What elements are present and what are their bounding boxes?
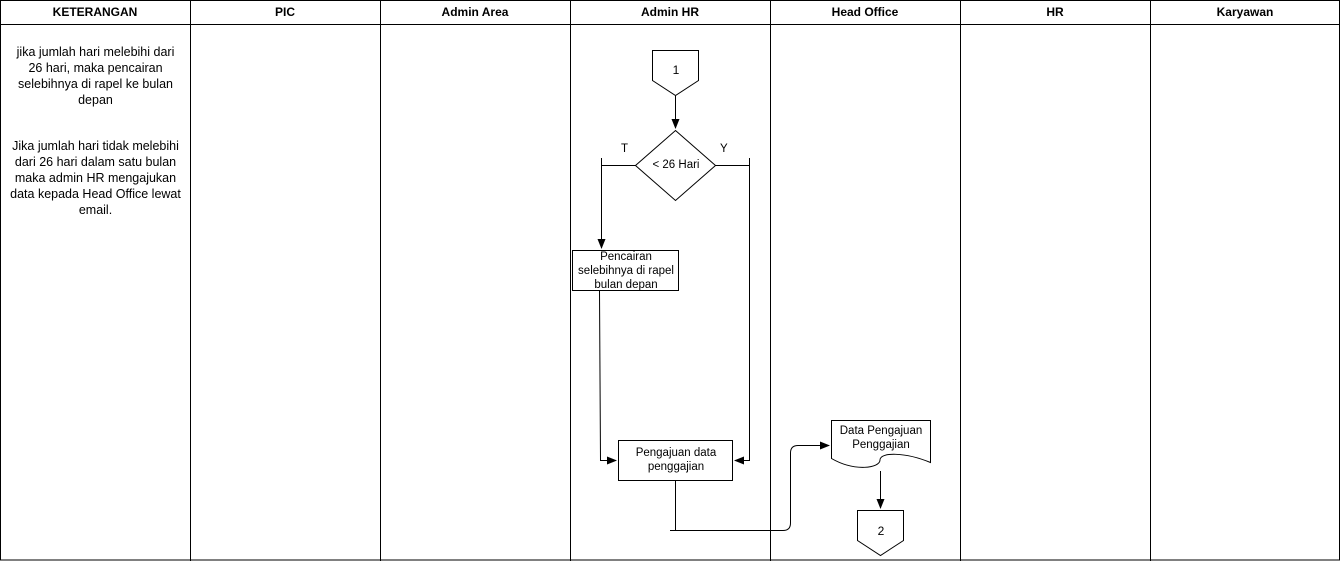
note-over-26-days: jika jumlah hari melebihi dari 26 hari, …	[16, 45, 175, 107]
start-connector-shape	[652, 50, 699, 97]
lane-title-hr: HR	[1046, 5, 1064, 19]
lane-title-pic: PIC	[274, 5, 295, 19]
lane-title-karyawan: Karyawan	[1216, 5, 1274, 19]
lane-title-admin-area: Admin Area	[441, 5, 509, 19]
process-pengajuan-shape	[618, 440, 733, 481]
lane-title-head-office: Head Office	[831, 5, 899, 19]
edge-rapel-to-pengajuan	[599, 290, 617, 465]
document-label: Data Pengajuan Penggajian	[839, 425, 923, 451]
note-under-26-days: Jika jumlah hari tidak melebihi dari 26 …	[10, 139, 181, 217]
end-connector-shape	[857, 510, 904, 557]
edge-label-yes: Y	[720, 143, 728, 155]
start-connector-label: 1	[672, 63, 680, 77]
end-connector-label: 2	[877, 524, 885, 538]
edge-label-no: T	[621, 143, 629, 155]
process-rapel-shape	[572, 250, 679, 291]
edge-decision-no	[597, 165, 636, 249]
process-rapel-label: Pencairan selebihnya di rapel bulan depa…	[578, 251, 674, 291]
edge-pengajuan-to-document	[675, 441, 830, 531]
decision-label: < 26 Hari	[652, 159, 700, 171]
edge-decision-yes	[715, 165, 750, 465]
decision-shape	[634, 129, 717, 202]
lane-title-keterangan: KETERANGAN	[52, 5, 138, 19]
document-shape	[831, 420, 931, 468]
lane-title-admin-hr: Admin HR	[641, 5, 699, 19]
process-pengajuan-label: Pengajuan data penggajian	[635, 447, 717, 473]
